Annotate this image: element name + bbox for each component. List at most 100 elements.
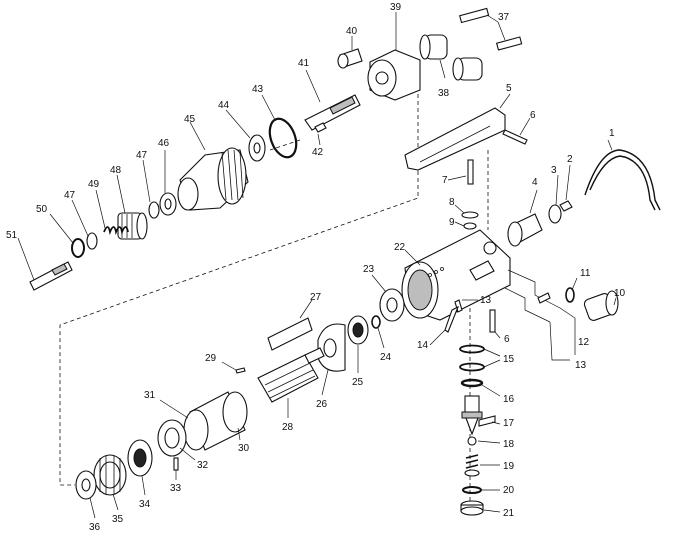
part-9-washer [454, 221, 477, 230]
part-40-cap [337, 36, 363, 69]
part-17-valve [461, 395, 501, 436]
part-44-washer [225, 109, 266, 162]
part-38-sleeves [419, 34, 483, 81]
part-47-washer-lower [71, 199, 98, 250]
part-18-ball [467, 436, 501, 446]
part-49-spring [95, 189, 129, 236]
callout-16: 16 [503, 394, 515, 405]
part-6-pin-upper [502, 117, 531, 145]
callout-21: 21 [503, 508, 515, 519]
part-26-end-plate [317, 323, 346, 396]
part-33-pin [173, 457, 179, 480]
callout-40: 40 [346, 26, 358, 37]
callout-14: 14 [417, 340, 429, 351]
callout-23: 23 [363, 264, 375, 275]
callout-18: 18 [503, 439, 515, 450]
callout-28: 28 [282, 422, 294, 433]
part-12-13-guide [504, 269, 576, 361]
callout-47-lower: 47 [64, 190, 76, 201]
callout-24: 24 [380, 352, 392, 363]
part-35-end-cap [93, 454, 127, 511]
callout-6-lower: 6 [504, 334, 510, 345]
callout-39: 39 [390, 2, 402, 13]
callout-27: 27 [310, 292, 322, 303]
callout-48: 48 [110, 165, 122, 176]
part-24-oring [371, 315, 385, 349]
part-34-bearing [127, 439, 153, 496]
callout-12: 12 [578, 337, 590, 348]
part-22-motor-housing [401, 229, 511, 321]
callout-5: 5 [506, 83, 512, 94]
part-27-blade [267, 299, 313, 351]
part-8-oring [454, 204, 479, 219]
callout-8: 8 [449, 197, 455, 208]
part-30-cylinder [183, 391, 248, 451]
part-4-valve-seat [507, 189, 543, 247]
part-48-spring-collar [116, 174, 148, 240]
callout-34: 34 [139, 499, 151, 510]
part-6-pin-lower [489, 309, 501, 339]
callout-31: 31 [144, 390, 156, 401]
part-43-oring [261, 94, 298, 159]
part-50-oring [49, 213, 85, 258]
part-29-pin [221, 361, 246, 374]
callout-30: 30 [238, 443, 250, 454]
callout-11: 11 [580, 268, 591, 279]
part-5-trigger [404, 93, 511, 171]
part-42-screw [314, 122, 327, 146]
callout-35: 35 [112, 514, 124, 525]
callout-13: 13 [480, 295, 492, 306]
part-7-pin [447, 159, 474, 185]
callout-32: 32 [197, 460, 209, 471]
part-37-pins [459, 7, 523, 51]
callout-labels: 1 2 3 4 5 6 6 7 8 9 10 11 12 13 13 14 15… [6, 2, 626, 533]
callout-15: 15 [503, 354, 515, 365]
part-45-clutch-housing [177, 121, 249, 211]
part-41-shaft [304, 69, 361, 131]
callout-33: 33 [170, 483, 182, 494]
callout-42: 42 [312, 147, 324, 158]
callout-22: 22 [394, 242, 406, 253]
part-20-oring [462, 486, 500, 494]
part-11-oring [565, 277, 578, 303]
callout-45: 45 [184, 114, 196, 125]
part-3-spring [548, 174, 562, 224]
part-51-spindle [17, 237, 73, 291]
callout-38: 38 [438, 88, 450, 99]
callout-20: 20 [503, 485, 515, 496]
callout-49: 49 [88, 179, 100, 190]
part-32-plate [157, 419, 196, 461]
callout-9: 9 [449, 217, 455, 228]
callout-7: 7 [442, 175, 448, 186]
callout-41: 41 [298, 58, 310, 69]
callout-36: 36 [89, 522, 101, 533]
callout-51: 51 [6, 230, 18, 241]
part-21-plug [460, 500, 501, 516]
part-2-screw [559, 164, 573, 212]
part-46-ring [159, 150, 177, 216]
callout-17: 17 [503, 418, 515, 429]
part-31-pin [159, 399, 189, 419]
callout-1: 1 [609, 128, 615, 139]
part-15-orings [459, 344, 501, 372]
part-47-washer-upper [142, 159, 160, 219]
part-19-spring [464, 454, 500, 477]
callout-25: 25 [352, 377, 364, 388]
callout-47: 47 [136, 150, 148, 161]
part-16-ring [460, 378, 501, 397]
callout-37: 37 [498, 12, 510, 23]
callout-6: 6 [530, 110, 536, 121]
part-36-washer [75, 470, 97, 519]
callout-10: 10 [614, 288, 626, 299]
part-1-spring-clip [584, 139, 661, 211]
callout-44: 44 [218, 100, 230, 111]
part-23-plate [371, 274, 405, 322]
callout-29: 29 [205, 353, 217, 364]
callout-26: 26 [316, 399, 328, 410]
part-28-rotor [257, 347, 325, 418]
callout-50: 50 [36, 204, 48, 215]
part-10-regulator [583, 290, 619, 321]
callout-4: 4 [532, 177, 538, 188]
